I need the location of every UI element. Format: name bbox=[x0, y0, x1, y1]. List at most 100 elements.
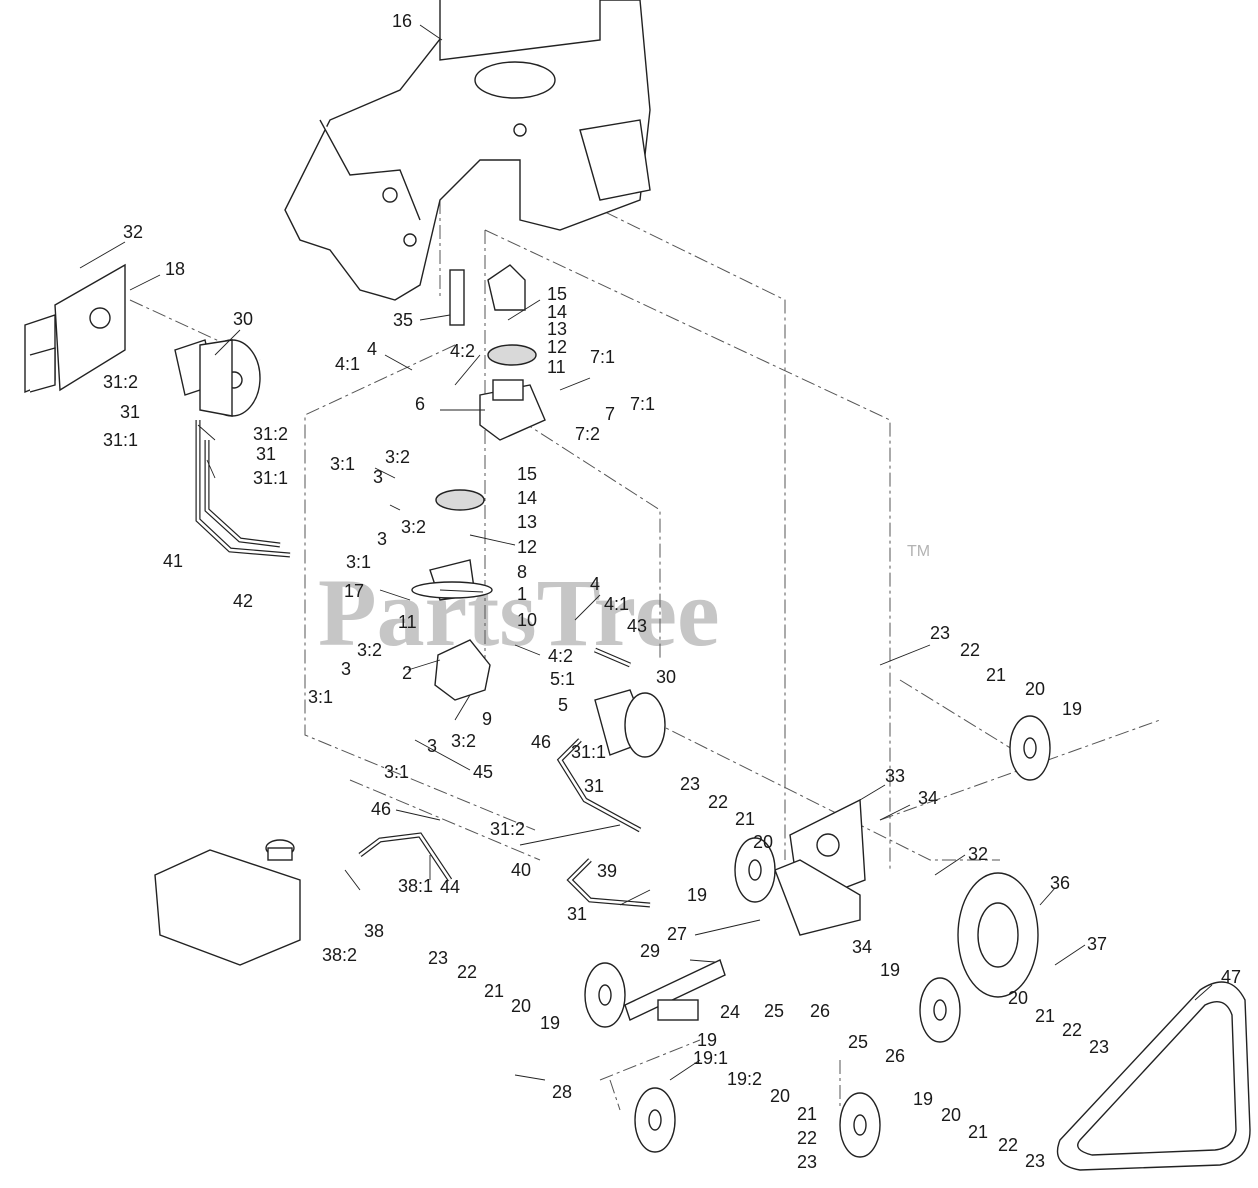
watermark-text: PartsTree bbox=[318, 559, 720, 666]
callout-31c: 31 bbox=[584, 776, 604, 796]
callout-15b: 15 bbox=[517, 464, 537, 484]
callout-38: 38 bbox=[364, 921, 384, 941]
callout-3d: 3 bbox=[427, 736, 437, 756]
callout-42: 42 bbox=[233, 591, 253, 611]
callout-22e: 22 bbox=[797, 1128, 817, 1148]
callout-23a: 23 bbox=[930, 623, 950, 643]
callout-4: 4 bbox=[367, 339, 377, 359]
callout-20f: 20 bbox=[941, 1105, 961, 1125]
callout-20c: 20 bbox=[511, 996, 531, 1016]
callout-19-2: 19:2 bbox=[727, 1069, 762, 1089]
callout-31-2c: 31:2 bbox=[490, 819, 525, 839]
callout-23e: 23 bbox=[797, 1152, 817, 1172]
callout-39: 39 bbox=[597, 861, 617, 881]
callout-40: 40 bbox=[511, 860, 531, 880]
callout-32: 32 bbox=[123, 222, 143, 242]
callout-7-1b: 7:1 bbox=[630, 394, 655, 414]
callout-22d: 22 bbox=[1062, 1020, 1082, 1040]
callout-9: 9 bbox=[482, 709, 492, 729]
callout-3-2b: 3:2 bbox=[401, 517, 426, 537]
callout-12: 12 bbox=[547, 337, 567, 357]
callout-3-2c: 3:2 bbox=[357, 640, 382, 660]
callout-21b: 21 bbox=[735, 809, 755, 829]
callout-15: 15 bbox=[547, 284, 567, 304]
callout-45: 45 bbox=[473, 762, 493, 782]
callout-19b: 19 bbox=[687, 885, 707, 905]
callout-14b: 14 bbox=[517, 488, 537, 508]
callout-19c: 19 bbox=[540, 1013, 560, 1033]
callout-4-1b: 4:1 bbox=[604, 594, 629, 614]
callout-3-1c: 3:1 bbox=[308, 687, 333, 707]
hydraulic-tank bbox=[154, 839, 301, 966]
drive-belt bbox=[1056, 981, 1251, 1171]
callout-21f: 21 bbox=[968, 1122, 988, 1142]
callout-17: 17 bbox=[344, 581, 364, 601]
callout-19-1: 19:1 bbox=[693, 1048, 728, 1068]
callout-30b: 30 bbox=[656, 667, 676, 687]
callout-31-2b: 31:2 bbox=[253, 424, 288, 444]
callout-41: 41 bbox=[163, 551, 183, 571]
callout-34b: 34 bbox=[852, 937, 872, 957]
callout-38-1: 38:1 bbox=[398, 876, 433, 896]
callout-labels: 16 32 18 30 35 15 14 13 12 11 4:2 4:1 4 … bbox=[103, 11, 1241, 1172]
callout-4-1: 4:1 bbox=[335, 354, 360, 374]
callout-3-1a: 3:1 bbox=[330, 454, 355, 474]
callout-36: 36 bbox=[1050, 873, 1070, 893]
watermark-tm: TM bbox=[907, 543, 930, 560]
callout-25b: 25 bbox=[848, 1032, 868, 1052]
callout-33: 33 bbox=[885, 766, 905, 786]
leader-lines bbox=[79, 24, 1213, 1081]
hydraulic-motor-left bbox=[174, 339, 261, 417]
hydraulic-lines bbox=[195, 420, 651, 908]
callout-3-2a: 3:2 bbox=[385, 447, 410, 467]
callout-31-1b: 31:1 bbox=[253, 468, 288, 488]
callout-4-2b: 4:2 bbox=[548, 646, 573, 666]
callout-23c: 23 bbox=[428, 948, 448, 968]
upper-pump bbox=[449, 264, 546, 441]
callout-10: 10 bbox=[517, 610, 537, 630]
callout-35: 35 bbox=[393, 310, 413, 330]
callout-46a: 46 bbox=[531, 732, 551, 752]
callout-31d: 31 bbox=[567, 904, 587, 924]
callout-43: 43 bbox=[627, 616, 647, 636]
callout-11b: 11 bbox=[398, 612, 417, 632]
callout-3a: 3 bbox=[373, 467, 383, 487]
callout-23f: 23 bbox=[1025, 1151, 1045, 1171]
callout-12b: 12 bbox=[517, 537, 537, 557]
callout-1: 1 bbox=[517, 584, 527, 604]
callout-4-2: 4:2 bbox=[450, 341, 475, 361]
callout-19e: 19 bbox=[697, 1030, 717, 1050]
callout-31a: 31 bbox=[120, 402, 140, 422]
callout-2: 2 bbox=[402, 663, 412, 683]
callout-31b: 31 bbox=[256, 444, 276, 464]
callout-30: 30 bbox=[233, 309, 253, 329]
callout-3-2d: 3:2 bbox=[451, 731, 476, 751]
callout-7: 7 bbox=[605, 404, 615, 424]
callout-5-1: 5:1 bbox=[550, 669, 575, 689]
callout-37: 37 bbox=[1087, 934, 1107, 954]
mower-frame bbox=[284, 0, 651, 301]
callout-16: 16 bbox=[392, 11, 412, 31]
idler-arm bbox=[624, 959, 726, 1021]
callout-19a: 19 bbox=[1062, 699, 1082, 719]
callout-22a: 22 bbox=[960, 640, 980, 660]
callout-21d: 21 bbox=[1035, 1006, 1055, 1026]
callout-26a: 26 bbox=[810, 1001, 830, 1021]
callout-20b: 20 bbox=[753, 832, 773, 852]
pulleys bbox=[584, 715, 1051, 1158]
callout-29: 29 bbox=[640, 941, 660, 961]
watermark: PartsTree TM bbox=[318, 543, 930, 666]
callout-13b: 13 bbox=[517, 512, 537, 532]
callout-25a: 25 bbox=[764, 1001, 784, 1021]
callout-7-1a: 7:1 bbox=[590, 347, 615, 367]
callout-21e: 21 bbox=[797, 1104, 817, 1124]
callout-8: 8 bbox=[517, 562, 527, 582]
callout-24: 24 bbox=[720, 1002, 740, 1022]
callout-19f: 19 bbox=[913, 1089, 933, 1109]
callout-3b: 3 bbox=[377, 529, 387, 549]
callout-32b: 32 bbox=[968, 844, 988, 864]
callout-22f: 22 bbox=[998, 1135, 1018, 1155]
callout-19d: 19 bbox=[880, 960, 900, 980]
callout-18: 18 bbox=[165, 259, 185, 279]
